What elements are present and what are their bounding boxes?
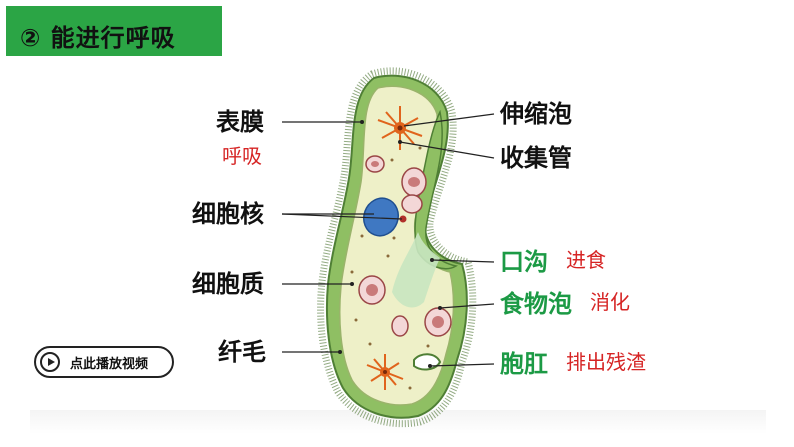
gullet	[392, 232, 440, 308]
label-membrane-function: 呼吸	[222, 144, 262, 168]
label-anal-pore: 胞肛	[500, 350, 548, 378]
play-video-button[interactable]: 点此播放视频	[34, 346, 174, 378]
label-contractile-vacuole: 伸缩泡	[500, 100, 572, 128]
label-oral-groove: 口沟	[500, 248, 548, 276]
play-icon	[40, 352, 60, 372]
title-banner: ② 能进行呼吸	[6, 6, 222, 56]
macronucleus	[363, 197, 399, 237]
leader-lines	[281, 113, 495, 367]
contractile-vacuole-bottom	[366, 354, 404, 390]
contractile-vacuole-top	[377, 106, 423, 150]
label-membrane: 表膜	[216, 108, 264, 136]
label-cilia: 纤毛	[218, 338, 266, 366]
label-collecting-canal: 收集管	[500, 144, 572, 172]
granules	[350, 146, 430, 390]
play-video-label: 点此播放视频	[70, 356, 149, 372]
label-cytoplasm: 细胞质	[192, 270, 264, 298]
anal-pore	[413, 353, 442, 371]
food-vacuole-contents	[366, 161, 444, 328]
cilia-fringe	[317, 67, 477, 428]
micronucleus	[399, 215, 407, 223]
leader-dots	[338, 120, 442, 368]
page-title: ② 能进行呼吸	[20, 24, 176, 52]
oral-groove	[414, 109, 458, 270]
label-nucleus: 细胞核	[192, 200, 264, 228]
label-food-vacuole-function: 消化	[590, 290, 630, 314]
label-oral-groove-function: 进食	[566, 248, 606, 272]
label-food-vacuole: 食物泡	[500, 290, 572, 318]
label-anal-pore-function: 排出残渣	[566, 350, 646, 374]
